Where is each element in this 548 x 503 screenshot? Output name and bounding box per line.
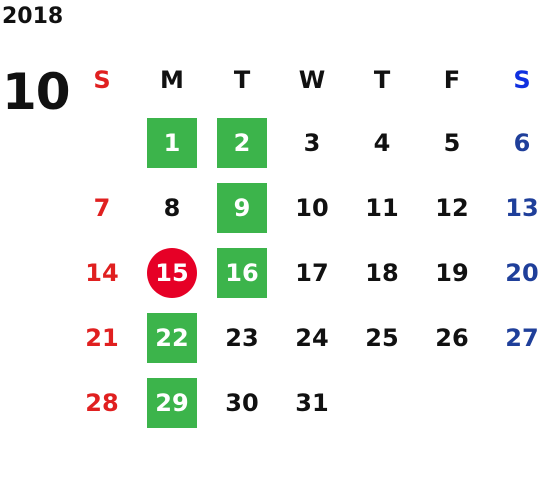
calendar-day[interactable]: 8 [137, 175, 207, 240]
calendar-day[interactable]: 4 [347, 110, 417, 175]
calendar-day[interactable]: 9 [207, 175, 277, 240]
calendar-day-number: 1 [147, 117, 197, 168]
calendar-day[interactable]: 27 [487, 305, 548, 370]
weekday-header-wed: W [298, 66, 326, 94]
calendar-day-number: 13 [505, 193, 539, 222]
calendar-day[interactable]: 24 [277, 305, 347, 370]
calendar-day[interactable]: 10 [277, 175, 347, 240]
calendar-day-number: 26 [435, 323, 469, 352]
calendar-day-number: 3 [303, 128, 321, 157]
calendar-day-number: 16 [217, 247, 267, 298]
calendar-day-number: 31 [295, 388, 329, 417]
weekday-header-sun: S [93, 66, 111, 94]
calendar-day-number: 11 [365, 193, 399, 222]
calendar-day-number: 21 [85, 323, 119, 352]
calendar-day[interactable]: 7 [67, 175, 137, 240]
calendar-day-number: 24 [295, 323, 329, 352]
calendar-day-number: 10 [295, 193, 329, 222]
weekday-header-thu: T [373, 66, 391, 94]
calendar-day[interactable]: 29 [137, 370, 207, 435]
calendar-day[interactable]: 25 [347, 305, 417, 370]
calendar-day-number: 30 [225, 388, 259, 417]
weekday-header-tue: T [233, 66, 251, 94]
calendar-day-number: 6 [513, 128, 531, 157]
calendar-day[interactable]: 20 [487, 240, 548, 305]
calendar-day-number: 27 [505, 323, 539, 352]
calendar-day[interactable]: 11 [347, 175, 417, 240]
calendar-day-number: 23 [225, 323, 259, 352]
calendar-day-number: 17 [295, 258, 329, 287]
calendar-day-number: 9 [217, 182, 267, 233]
calendar-day-number: 8 [163, 193, 181, 222]
calendar-day-number: 25 [365, 323, 399, 352]
calendar-day-empty [347, 370, 417, 435]
calendar-day[interactable]: 30 [207, 370, 277, 435]
calendar-day-number: 2 [217, 117, 267, 168]
calendar-day[interactable]: 26 [417, 305, 487, 370]
weekday-header-sat: S [513, 66, 531, 94]
calendar-day-number [497, 378, 547, 428]
calendar-day-empty [487, 370, 548, 435]
calendar-day-number: 28 [85, 388, 119, 417]
calendar-day[interactable]: 14 [67, 240, 137, 305]
calendar-day-number: 18 [365, 258, 399, 287]
calendar-day-number: 29 [147, 377, 197, 428]
calendar-day-number: 19 [435, 258, 469, 287]
calendar-day[interactable]: 2 [207, 110, 277, 175]
calendar-day[interactable]: 28 [67, 370, 137, 435]
calendar-day-empty [417, 370, 487, 435]
calendar-day-number [77, 118, 127, 168]
calendar-day-number: 7 [93, 193, 111, 222]
month-number: 10 [2, 63, 71, 121]
calendar-day[interactable]: 12 [417, 175, 487, 240]
calendar-day-number [427, 378, 477, 428]
calendar-day-number: 12 [435, 193, 469, 222]
calendar-day[interactable]: 6 [487, 110, 548, 175]
calendar-day[interactable]: 19 [417, 240, 487, 305]
calendar-day[interactable]: 3 [277, 110, 347, 175]
calendar-day[interactable]: 5 [417, 110, 487, 175]
calendar-day[interactable]: 15 [137, 240, 207, 305]
calendar-day-number: 14 [85, 258, 119, 287]
calendar-day[interactable]: 18 [347, 240, 417, 305]
calendar-day[interactable]: 21 [67, 305, 137, 370]
calendar-day[interactable]: 22 [137, 305, 207, 370]
calendar-day-number [357, 378, 407, 428]
calendar-day[interactable]: 13 [487, 175, 548, 240]
calendar-day[interactable]: 17 [277, 240, 347, 305]
calendar-day[interactable]: 1 [137, 110, 207, 175]
year-label: 2018 [2, 4, 64, 29]
calendar-day-number: 22 [147, 312, 197, 363]
calendar-day-number: 20 [505, 258, 539, 287]
calendar-day-number: 4 [373, 128, 391, 157]
calendar-day[interactable]: 23 [207, 305, 277, 370]
calendar-day[interactable]: 31 [277, 370, 347, 435]
calendar-day[interactable]: 16 [207, 240, 277, 305]
calendar-day-number: 5 [443, 128, 461, 157]
calendar-day-number: 15 [147, 247, 197, 298]
calendar-day-empty [67, 110, 137, 175]
weekday-header-mon: M [160, 66, 184, 94]
weekday-header-fri: F [443, 66, 461, 94]
